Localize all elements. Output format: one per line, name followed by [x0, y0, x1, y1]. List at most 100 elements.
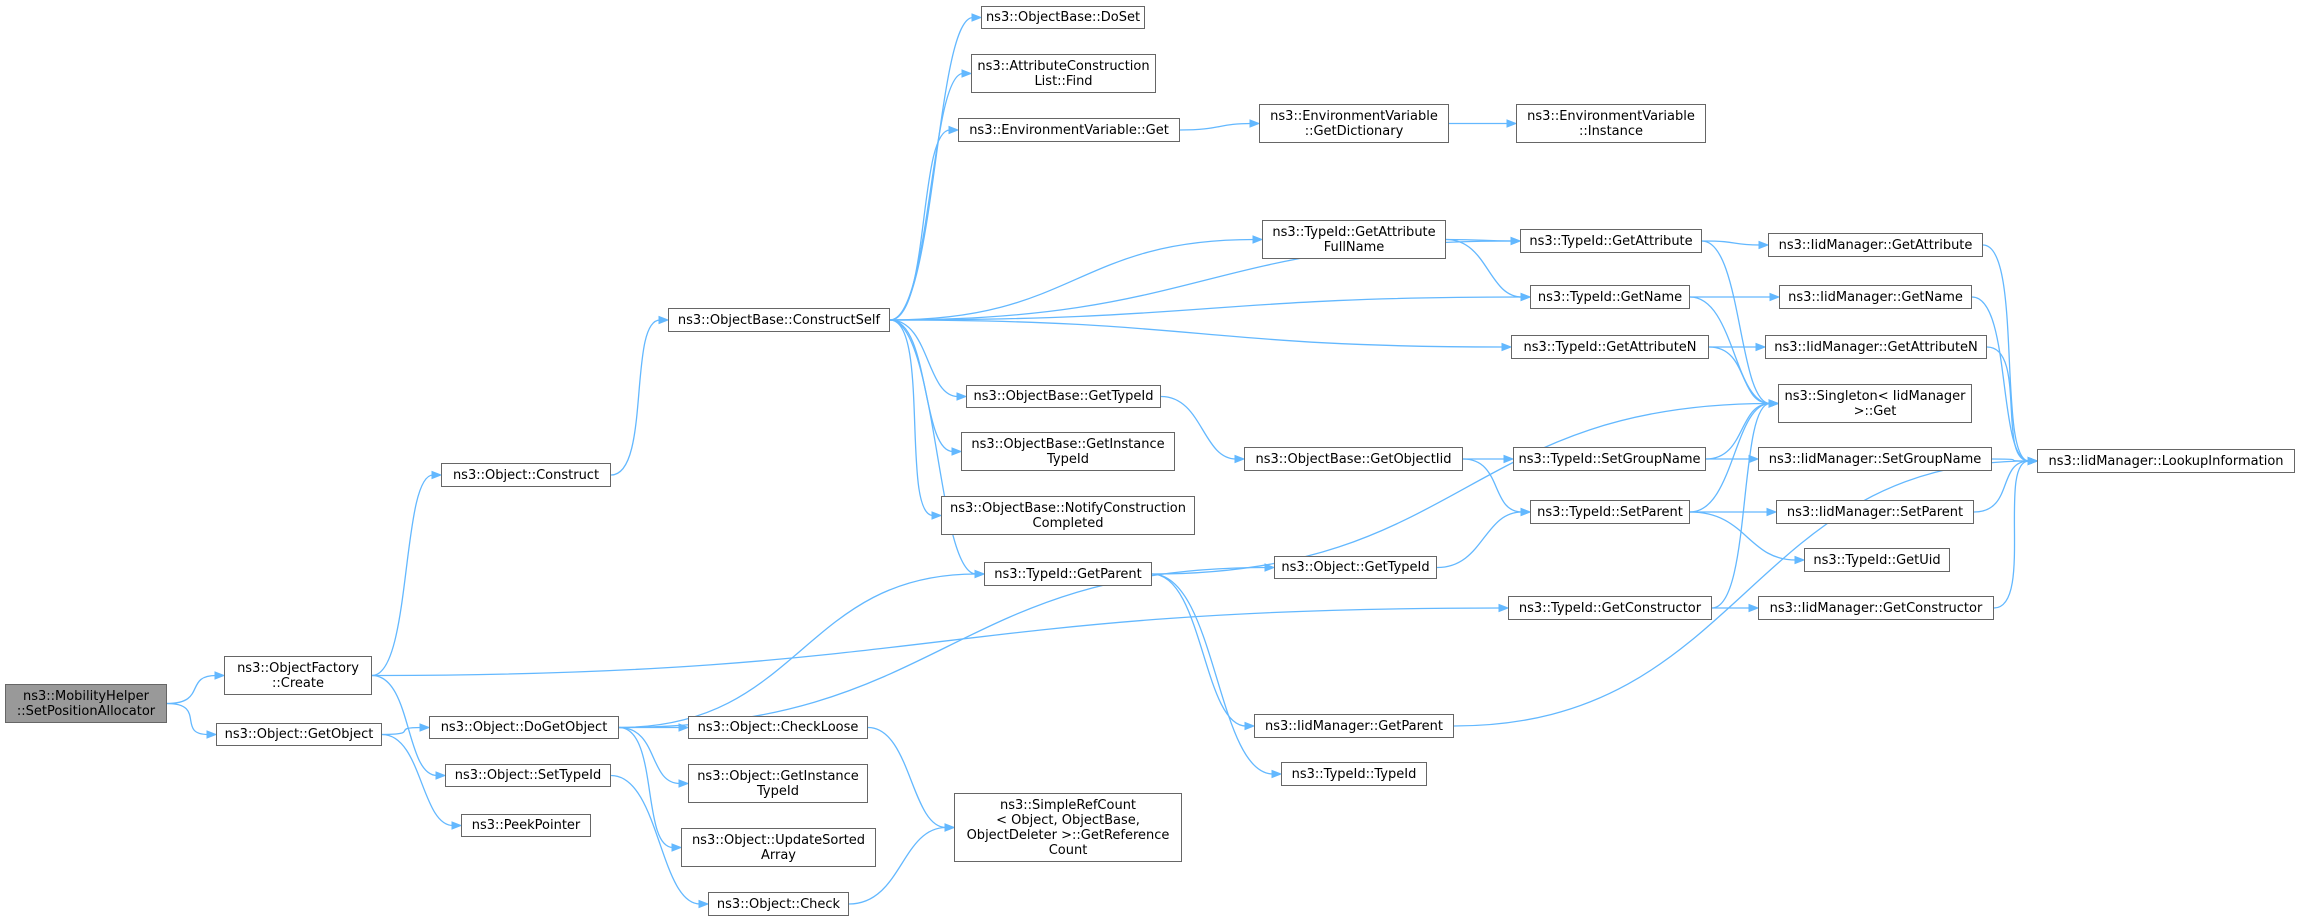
arrowhead — [1244, 721, 1256, 731]
node-objectfactory-create[interactable]: ns3::ObjectFactory::Create — [224, 656, 372, 695]
node-simplerefcount-getreferencecount[interactable]: ns3::SimpleRefCount< Object, ObjectBase,… — [954, 793, 1182, 862]
node-label-line: ns3::TypeId::SetGroupName — [1518, 451, 1701, 467]
node-mobilityhelper-setpositionallocator[interactable]: ns3::MobilityHelper::SetPositionAllocato… — [5, 684, 167, 723]
node-label-line: Array — [760, 847, 796, 863]
node-objectbase-doset[interactable]: ns3::ObjectBase::DoSet — [981, 6, 1145, 29]
arrowhead — [1755, 342, 1767, 352]
arrowhead — [1520, 507, 1532, 517]
node-typeid-getparent[interactable]: ns3::TypeId::GetParent — [984, 562, 1152, 586]
node-object-getobject[interactable]: ns3::Object::GetObject — [216, 723, 382, 746]
node-environmentvariable-instance[interactable]: ns3::EnvironmentVariable::Instance — [1516, 104, 1706, 143]
edge-n_obgtid-to-n_obgoi — [1160, 395, 1237, 460]
node-label-line: ns3::IidManager::GetName — [1788, 289, 1963, 305]
node-environmentvariable-get[interactable]: ns3::EnvironmentVariable::Get — [958, 118, 1180, 142]
node-iidmanager-setparent[interactable]: ns3::IidManager::SetParent — [1776, 500, 1974, 524]
node-label-line: ::Instance — [1578, 123, 1644, 139]
node-typeid-getname[interactable]: ns3::TypeId::GetName — [1530, 285, 1690, 309]
node-label-line: ns3::Object::UpdateSorted — [691, 832, 866, 848]
node-label-line: < Object, ObjectBase, — [996, 812, 1140, 828]
node-environmentvariable-getdictionary[interactable]: ns3::EnvironmentVariable::GetDictionary — [1259, 104, 1449, 143]
node-label-line: ns3::EnvironmentVariable — [1527, 108, 1695, 124]
edge-n_chkl-to-n_src — [867, 726, 947, 829]
edge-n_cself-to-n_tgan — [889, 319, 1504, 348]
node-typeid-getuid[interactable]: ns3::TypeId::GetUid — [1804, 548, 1950, 572]
node-iidmanager-lookupinformation[interactable]: ns3::IidManager::LookupInformation — [2037, 449, 2295, 473]
node-label-line: ObjectDeleter >::GetReference — [966, 827, 1170, 843]
node-iidmanager-getconstructor[interactable]: ns3::IidManager::GetConstructor — [1758, 596, 1994, 620]
node-label-line: ns3::IidManager::GetConstructor — [1769, 600, 1983, 616]
node-iidmanager-getname[interactable]: ns3::IidManager::GetName — [1779, 285, 1972, 309]
node-typeid-getattribute[interactable]: ns3::TypeId::GetAttribute — [1520, 229, 1702, 253]
node-object-settypeid[interactable]: ns3::Object::SetTypeId — [445, 764, 611, 787]
node-objectbase-getobjectiid[interactable]: ns3::ObjectBase::GetObjectIid — [1244, 447, 1463, 471]
node-label-line: Count — [1048, 842, 1088, 858]
node-label-line: List::Find — [1034, 73, 1093, 89]
node-peekpointer[interactable]: ns3::PeekPointer — [461, 814, 591, 837]
node-typeid-setparent[interactable]: ns3::TypeId::SetParent — [1530, 500, 1690, 524]
node-label-line: ns3::MobilityHelper — [22, 688, 150, 704]
node-label-line: ns3::EnvironmentVariable::Get — [969, 122, 1169, 138]
edge-n_cself-to-n_evget — [889, 129, 951, 321]
node-typeid-typeid[interactable]: ns3::TypeId::TypeId — [1281, 762, 1427, 786]
node-iidmanager-getparent[interactable]: ns3::IidManager::GetParent — [1254, 714, 1454, 738]
arrowhead — [658, 315, 670, 325]
node-label-line: ns3::IidManager::SetGroupName — [1768, 451, 1982, 467]
node-object-check[interactable]: ns3::Object::Check — [708, 892, 849, 916]
node-object-dogetobject[interactable]: ns3::Object::DoGetObject — [429, 716, 619, 739]
arrowhead — [1234, 454, 1246, 464]
node-label-line: ns3::IidManager::GetParent — [1264, 718, 1444, 734]
node-object-checkloose[interactable]: ns3::Object::CheckLoose — [688, 716, 868, 739]
node-objectbase-gettypeid[interactable]: ns3::ObjectBase::GetTypeId — [966, 385, 1161, 408]
node-typeid-getconstructor[interactable]: ns3::TypeId::GetConstructor — [1508, 596, 1712, 620]
edge-n_tgafn-to-n_tga — [1445, 238, 1513, 242]
node-label-line: ns3::ObjectBase::GetTypeId — [973, 389, 1154, 404]
arrowhead — [206, 730, 218, 739]
node-singleton-iidmanager-get[interactable]: ns3::Singleton< IidManager>::Get — [1778, 384, 1972, 423]
edge-n_obgoi-to-n_tsp — [1462, 458, 1523, 513]
node-object-construct[interactable]: ns3::Object::Construct — [441, 463, 611, 487]
node-label-line: FullName — [1323, 239, 1385, 255]
node-iidmanager-setgroupname[interactable]: ns3::IidManager::SetGroupName — [1758, 447, 1992, 471]
node-typeid-getattributen[interactable]: ns3::TypeId::GetAttributeN — [1511, 335, 1709, 359]
edge-n_root-to-n_getobj — [166, 702, 209, 736]
edge-n_dogo-to-n_usa — [618, 726, 674, 849]
arrowhead — [974, 569, 986, 579]
node-iidmanager-getattribute[interactable]: ns3::IidManager::GetAttribute — [1768, 233, 1983, 257]
edge-n_tgp-to-n_ttid — [1151, 573, 1274, 775]
node-label-line: ::GetDictionary — [1304, 123, 1404, 139]
node-label-line: ns3::PeekPointer — [471, 818, 581, 833]
arrowhead — [1501, 342, 1513, 352]
node-label-line: ns3::TypeId::GetAttribute — [1529, 233, 1693, 249]
edge-n_dogo-to-n_ogitid — [618, 726, 681, 785]
arrowhead — [1271, 769, 1283, 779]
arrowhead — [971, 13, 983, 22]
edge-n_getobj-to-n_peek — [381, 733, 454, 827]
edge-n_getobj-to-n_dogo — [381, 726, 422, 736]
node-typeid-setgroupname[interactable]: ns3::TypeId::SetGroupName — [1513, 447, 1706, 471]
node-label-line: ns3::ObjectBase::GetInstance — [971, 436, 1165, 452]
node-object-gettypeid[interactable]: ns3::Object::GetTypeId — [1274, 556, 1437, 579]
node-label-line: ns3::Object::SetTypeId — [454, 768, 602, 783]
node-iidmanager-getattributen[interactable]: ns3::IidManager::GetAttributeN — [1765, 335, 1987, 359]
arrowhead — [678, 723, 690, 732]
arrowhead — [419, 723, 431, 732]
edge-n_cself-to-n_obgtid — [889, 319, 959, 398]
node-objectbase-constructself[interactable]: ns3::ObjectBase::ConstructSelf — [668, 308, 890, 332]
edge-n_of-to-n_tgc — [371, 607, 1501, 677]
edge-n_tsp-to-n_sing — [1689, 402, 1771, 513]
arrowhead — [2027, 456, 2039, 466]
node-label-line: Completed — [1032, 515, 1104, 531]
edge-n_imgn-to-n_imli — [1971, 296, 2030, 462]
node-label-line: ns3::IidManager::SetParent — [1786, 504, 1964, 520]
arrowhead — [1498, 603, 1510, 613]
arrowhead — [1758, 240, 1770, 250]
node-label-line: ns3::IidManager::GetAttribute — [1778, 237, 1973, 253]
node-label-line: ns3::TypeId::TypeId — [1291, 766, 1417, 782]
